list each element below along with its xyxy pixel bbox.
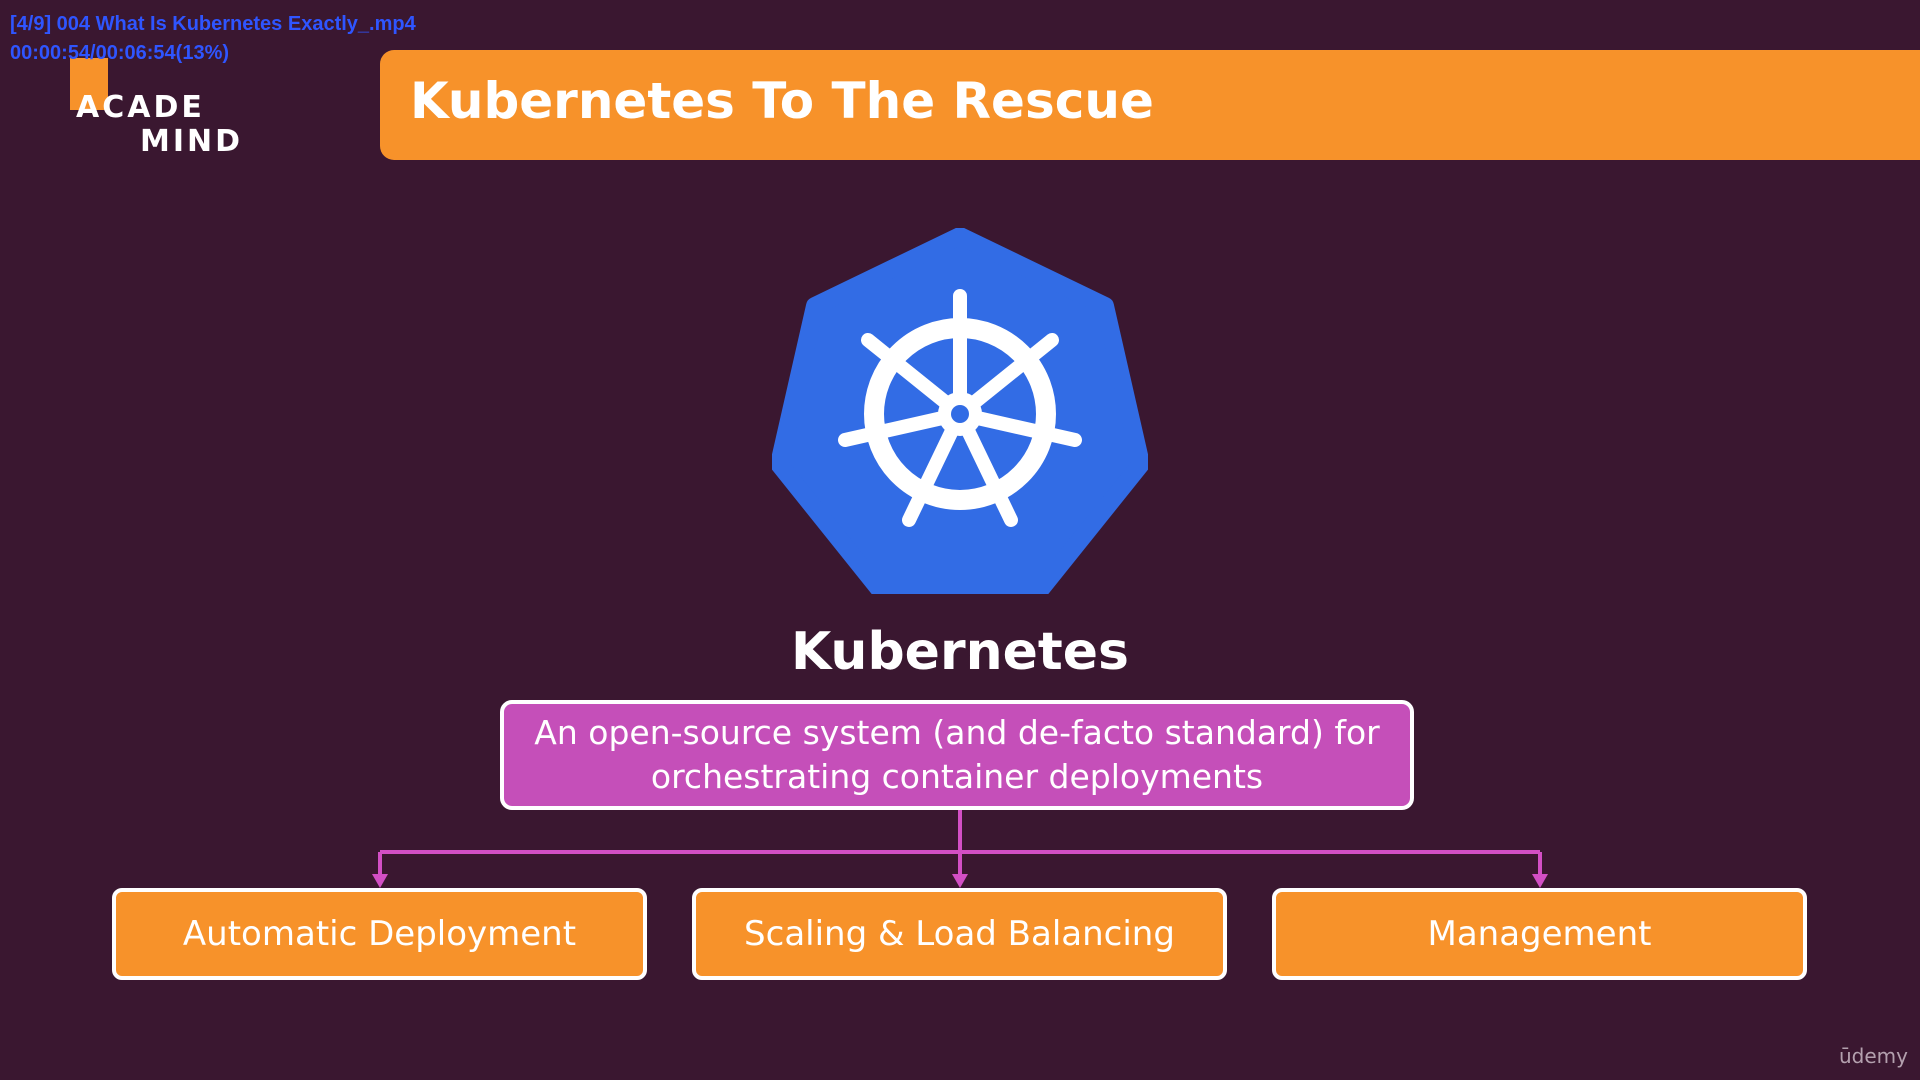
video-file-title: [4/9] 004 What Is Kubernetes Exactly_.mp… — [10, 13, 416, 35]
video-time-status: 00:00:54/00:06:54(13%) — [10, 42, 230, 64]
arrow-head-left — [372, 874, 388, 888]
feature-box-management: Management — [1272, 888, 1807, 980]
feature-label: Automatic Deployment — [182, 914, 577, 954]
video-player-overlay: [4/9] 004 What Is Kubernetes Exactly_.mp… — [10, 10, 416, 68]
academind-logo: ACADE MIND — [70, 58, 260, 159]
feature-label: Scaling & Load Balancing — [744, 914, 1175, 954]
definition-text: An open-source system (and de-facto stan… — [534, 713, 1380, 796]
subject-heading: Kubernetes — [791, 622, 1129, 682]
feature-box-automatic-deployment: Automatic Deployment — [112, 888, 647, 980]
logo-text-line1: ACADE — [76, 90, 205, 125]
feature-label: Management — [1427, 914, 1652, 954]
logo-mark-shape — [70, 58, 108, 110]
slide-title: Kubernetes To The Rescue — [410, 72, 1154, 130]
kubernetes-logo-icon — [772, 228, 1148, 594]
arrow-head-right — [1532, 874, 1548, 888]
logo-text-line2: MIND — [140, 124, 244, 159]
feature-box-scaling-load-balancing: Scaling & Load Balancing — [692, 888, 1227, 980]
arrow-head-center — [952, 874, 968, 888]
udemy-watermark: ūdemy — [1839, 1044, 1908, 1068]
definition-box: An open-source system (and de-facto stan… — [500, 700, 1414, 810]
slide-title-bar: Kubernetes To The Rescue — [380, 50, 1920, 160]
